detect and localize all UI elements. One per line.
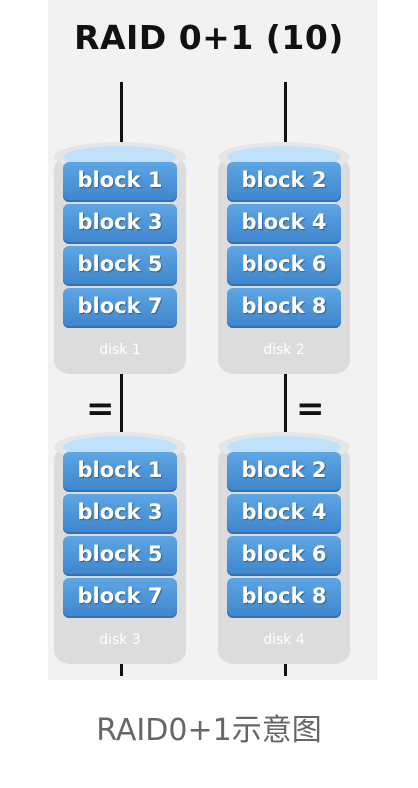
- block-cell: block 4: [227, 204, 341, 244]
- disk-label: disk 4: [263, 632, 305, 648]
- block-label: block 6: [241, 252, 327, 276]
- block-cell: block 2: [227, 162, 341, 202]
- disk-3: block 1 block 3 block 5 block 7 disk 3: [54, 432, 186, 664]
- mirror-symbol-right: =: [296, 389, 325, 429]
- block-cell: block 6: [227, 536, 341, 576]
- block-cell: block 3: [63, 204, 177, 244]
- figure-caption: RAID0+1示意图: [96, 713, 322, 748]
- connector-line-disk1-top: [120, 82, 123, 168]
- block-cell: block 1: [63, 452, 177, 492]
- disk-blocks: block 1 block 3 block 5 block 7: [63, 452, 177, 620]
- disk-blocks: block 1 block 3 block 5 block 7: [63, 162, 177, 330]
- block-label: block 8: [241, 584, 327, 608]
- block-cell: block 3: [63, 494, 177, 534]
- block-label: block 1: [77, 458, 163, 482]
- block-cell: block 1: [63, 162, 177, 202]
- block-cell: block 8: [227, 578, 341, 618]
- block-label: block 7: [77, 294, 163, 318]
- connector-line-disk2-disk4: [284, 372, 287, 458]
- disk-label: disk 3: [99, 632, 141, 648]
- connector-line-disk2-top: [284, 82, 287, 168]
- disk-label: disk 2: [263, 342, 305, 358]
- block-cell: block 8: [227, 288, 341, 328]
- disk-1: block 1 block 3 block 5 block 7 disk 1: [54, 142, 186, 374]
- disk-2: block 2 block 4 block 6 block 8 disk 2: [218, 142, 350, 374]
- block-label: block 8: [241, 294, 327, 318]
- disk-label: disk 1: [99, 342, 141, 358]
- disk-blocks: block 2 block 4 block 6 block 8: [227, 452, 341, 620]
- block-label: block 7: [77, 584, 163, 608]
- block-cell: block 6: [227, 246, 341, 286]
- block-label: block 2: [241, 458, 327, 482]
- mirror-symbol-left: =: [86, 389, 115, 429]
- disk-blocks: block 2 block 4 block 6 block 8: [227, 162, 341, 330]
- block-cell: block 5: [63, 246, 177, 286]
- block-label: block 1: [77, 168, 163, 192]
- block-cell: block 5: [63, 536, 177, 576]
- disk-4: block 2 block 4 block 6 block 8 disk 4: [218, 432, 350, 664]
- block-cell: block 7: [63, 288, 177, 328]
- block-cell: block 7: [63, 578, 177, 618]
- block-label: block 4: [241, 210, 327, 234]
- block-label: block 5: [77, 542, 163, 566]
- block-label: block 5: [77, 252, 163, 276]
- block-label: block 4: [241, 500, 327, 524]
- block-cell: block 4: [227, 494, 341, 534]
- block-label: block 6: [241, 542, 327, 566]
- diagram-title: RAID 0+1 (10): [74, 18, 344, 57]
- connector-line-disk4-bottom: [284, 662, 287, 676]
- block-cell: block 2: [227, 452, 341, 492]
- block-label: block 2: [241, 168, 327, 192]
- block-label: block 3: [77, 210, 163, 234]
- block-label: block 3: [77, 500, 163, 524]
- connector-line-disk1-disk3: [120, 372, 123, 458]
- connector-line-disk3-bottom: [120, 662, 123, 676]
